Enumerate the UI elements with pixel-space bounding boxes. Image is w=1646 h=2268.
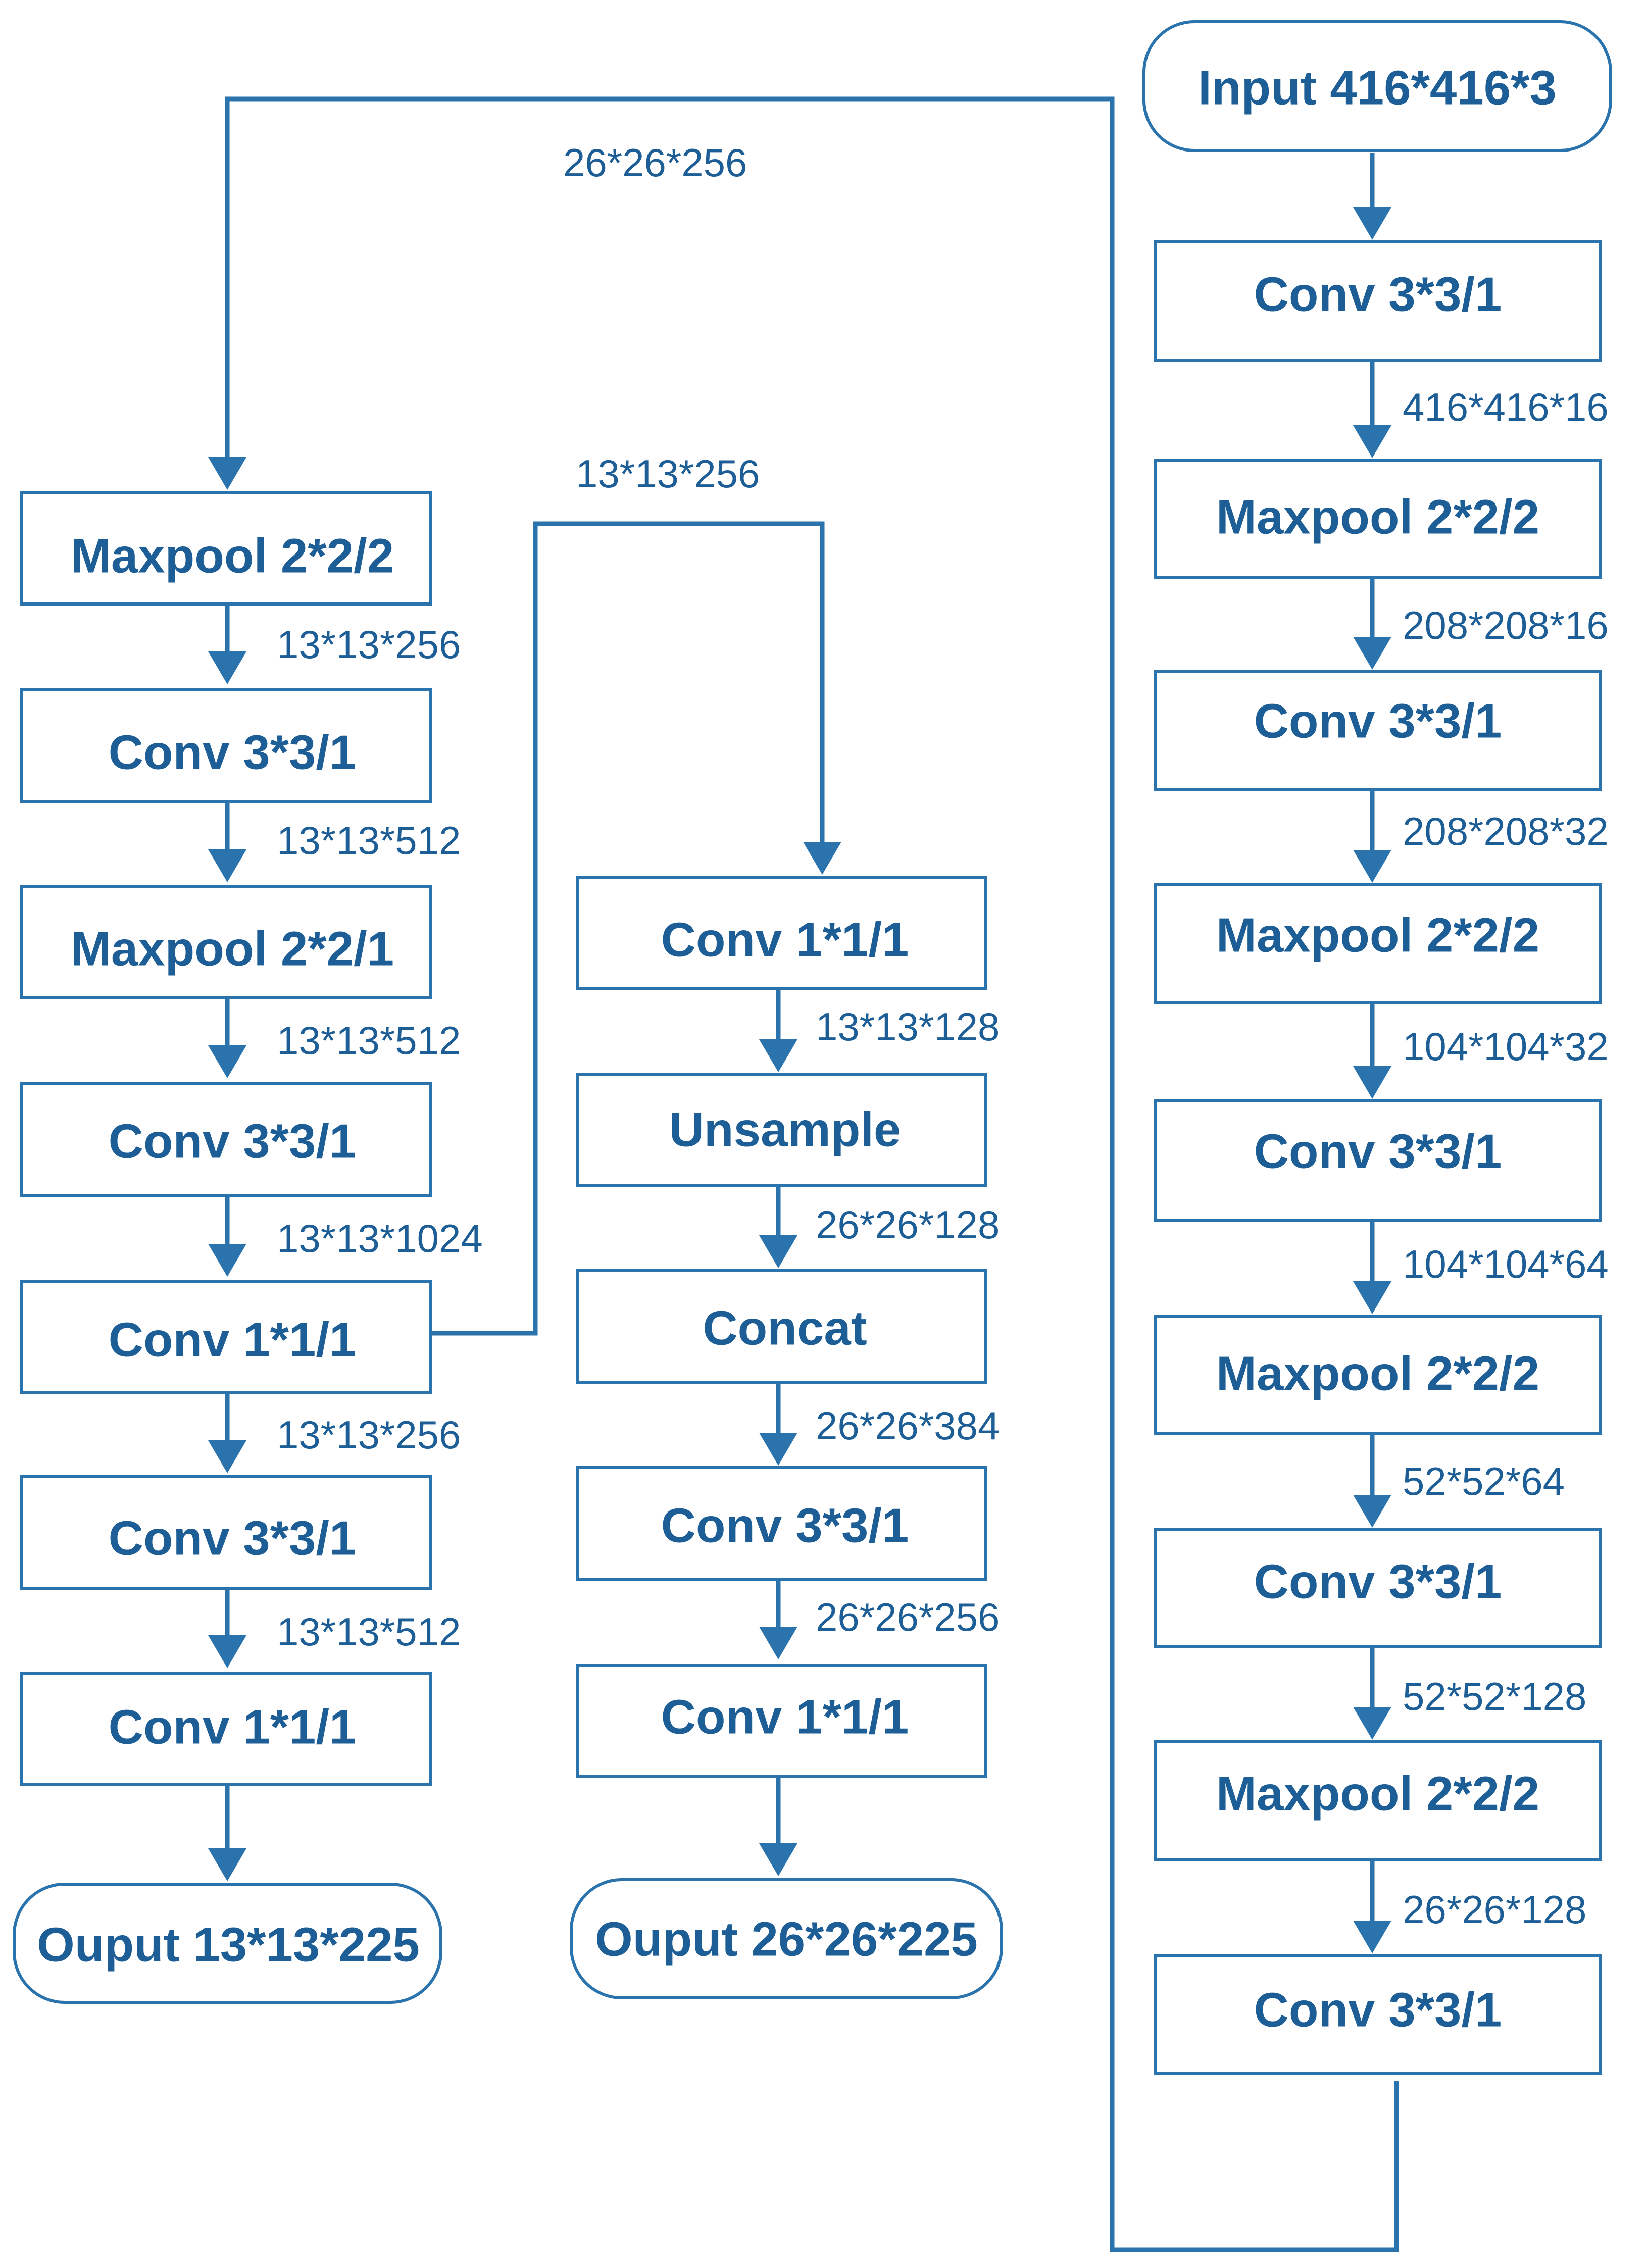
node-unsample-m2: Unsample bbox=[576, 1073, 987, 1187]
node-label: Maxpool 2*2/2 bbox=[1216, 1767, 1539, 1821]
edge-l1-l2 bbox=[208, 604, 246, 684]
node-label: Conv 1*1/1 bbox=[661, 913, 909, 967]
node-label: Conv 1*1/1 bbox=[109, 1700, 357, 1754]
node-conv-m1: Conv 1*1/1 bbox=[576, 876, 987, 990]
node-label: Conv 3*3/1 bbox=[109, 1511, 357, 1566]
node-concat-m3: Concat bbox=[576, 1269, 987, 1384]
node-conv-r3: Conv 3*3/1 bbox=[1154, 670, 1602, 791]
node-label: Conv 3*3/1 bbox=[1254, 1125, 1502, 1179]
node-input: Input 416*416*3 bbox=[1142, 20, 1612, 152]
node-maxpool-r8: Maxpool 2*2/2 bbox=[1154, 1740, 1602, 1861]
node-label: Conv 3*3/1 bbox=[109, 1115, 357, 1169]
edge-label-m2-m3: 26*26*128 bbox=[816, 1202, 1000, 1247]
edge-label-l5-m1: 13*13*256 bbox=[576, 451, 760, 496]
edge-l5-l6 bbox=[208, 1393, 246, 1473]
edge-label-r2-r3: 208*208*16 bbox=[1403, 603, 1609, 647]
node-label: Conv 3*3/1 bbox=[1254, 1983, 1502, 2037]
node-label: Ouput 26*26*225 bbox=[595, 1912, 978, 1967]
node-label: Maxpool 2*2/2 bbox=[1216, 490, 1539, 544]
edge-l3-l4 bbox=[208, 997, 246, 1078]
node-label: Maxpool 2*2/1 bbox=[71, 922, 394, 976]
edge-label-l2-l3: 13*13*512 bbox=[277, 818, 461, 863]
edge-label-r4-r5: 104*104*32 bbox=[1403, 1024, 1609, 1069]
edge-r7-r8 bbox=[1353, 1647, 1391, 1740]
node-maxpool-l3: Maxpool 2*2/1 bbox=[20, 885, 432, 999]
edge-label-r1-r2: 416*416*16 bbox=[1403, 385, 1609, 429]
edge-l7-out1 bbox=[208, 1785, 246, 1881]
node-maxpool-r2: Maxpool 2*2/2 bbox=[1154, 459, 1602, 579]
edge-label-l1-l2: 13*13*256 bbox=[277, 622, 461, 667]
edge-m4-m5 bbox=[759, 1579, 797, 1659]
edge-r6-r7 bbox=[1353, 1434, 1391, 1528]
node-conv-r7: Conv 3*3/1 bbox=[1154, 1528, 1602, 1648]
node-label: Unsample bbox=[669, 1103, 901, 1157]
node-conv-l6: Conv 3*3/1 bbox=[20, 1475, 432, 1590]
node-maxpool-r4: Maxpool 2*2/2 bbox=[1154, 883, 1602, 1004]
edge-label-m3-m4: 26*26*384 bbox=[816, 1403, 1000, 1448]
node-label: Conv 1*1/1 bbox=[109, 1313, 357, 1367]
edge-label-r5-r6: 104*104*64 bbox=[1403, 1242, 1609, 1286]
edge-l5-m1 bbox=[431, 521, 841, 1336]
edge-l4-l5 bbox=[208, 1195, 246, 1277]
node-output-13: Ouput 13*13*225 bbox=[13, 1883, 442, 2004]
edge-r2-r3 bbox=[1353, 578, 1391, 670]
node-conv-l7: Conv 1*1/1 bbox=[20, 1672, 432, 1786]
edge-m1-m2 bbox=[759, 990, 797, 1072]
edge-r4-r5 bbox=[1353, 1003, 1391, 1099]
node-conv-l2: Conv 3*3/1 bbox=[20, 688, 432, 803]
edge-m5-out2 bbox=[759, 1778, 797, 1876]
edge-r8-r9 bbox=[1353, 1860, 1391, 1953]
node-label: Conv 3*3/1 bbox=[1254, 1555, 1502, 1609]
edge-r3-r4 bbox=[1353, 790, 1391, 883]
node-conv-r1: Conv 3*3/1 bbox=[1154, 240, 1602, 362]
edge-label-r3-r4: 208*208*32 bbox=[1403, 809, 1609, 853]
node-label: Conv 1*1/1 bbox=[661, 1690, 909, 1744]
node-output-26: Ouput 26*26*225 bbox=[570, 1878, 1003, 1999]
node-label: Conv 3*3/1 bbox=[1254, 268, 1502, 322]
node-label: Conv 3*3/1 bbox=[661, 1499, 909, 1553]
edge-label-l3-l4: 13*13*512 bbox=[277, 1018, 461, 1063]
node-label: Conv 3*3/1 bbox=[1254, 694, 1502, 748]
node-conv-r5: Conv 3*3/1 bbox=[1154, 1099, 1602, 1222]
node-label: Concat bbox=[703, 1301, 867, 1355]
node-conv-l4: Conv 3*3/1 bbox=[20, 1082, 432, 1197]
edge-label-l5-l6: 13*13*256 bbox=[277, 1413, 461, 1457]
node-label: Conv 3*3/1 bbox=[109, 726, 357, 780]
node-maxpool-l1: Maxpool 2*2/2 bbox=[20, 491, 432, 606]
edge-label-r7-r8: 52*52*128 bbox=[1403, 1674, 1586, 1719]
edge-label-m1-m2: 13*13*128 bbox=[816, 1004, 1000, 1049]
node-conv-m4: Conv 3*3/1 bbox=[576, 1466, 987, 1581]
edge-input-r1 bbox=[1353, 153, 1391, 240]
edge-label-l4-l5: 13*13*1024 bbox=[277, 1216, 483, 1261]
node-conv-m5: Conv 1*1/1 bbox=[576, 1664, 987, 1778]
edge-l2-l3 bbox=[208, 801, 246, 882]
edge-label-m4-m5: 26*26*256 bbox=[816, 1595, 1000, 1639]
node-label: Maxpool 2*2/2 bbox=[1216, 1347, 1539, 1401]
edge-r1-r2 bbox=[1353, 362, 1391, 458]
edge-m3-m4 bbox=[759, 1383, 797, 1466]
edge-label-l6-l7: 13*13*512 bbox=[277, 1609, 461, 1654]
edge-label-r6-r7: 52*52*64 bbox=[1403, 1459, 1565, 1503]
node-label: Maxpool 2*2/2 bbox=[71, 529, 394, 583]
edge-label-r8-r9: 26*26*128 bbox=[1403, 1887, 1586, 1932]
node-label: Input 416*416*3 bbox=[1198, 61, 1557, 115]
node-conv-l5: Conv 1*1/1 bbox=[20, 1280, 432, 1394]
edge-l6-l7 bbox=[208, 1588, 246, 1668]
edge-label-r9-l1: 26*26*256 bbox=[563, 140, 747, 185]
node-conv-r9: Conv 3*3/1 bbox=[1154, 1954, 1602, 2075]
node-label: Maxpool 2*2/2 bbox=[1216, 909, 1539, 963]
edge-r9-l1 bbox=[208, 96, 1399, 2252]
edge-m2-m3 bbox=[759, 1186, 797, 1268]
node-maxpool-r6: Maxpool 2*2/2 bbox=[1154, 1315, 1602, 1435]
edge-r5-r6 bbox=[1353, 1220, 1391, 1314]
node-label: Ouput 13*13*225 bbox=[37, 1918, 420, 1972]
